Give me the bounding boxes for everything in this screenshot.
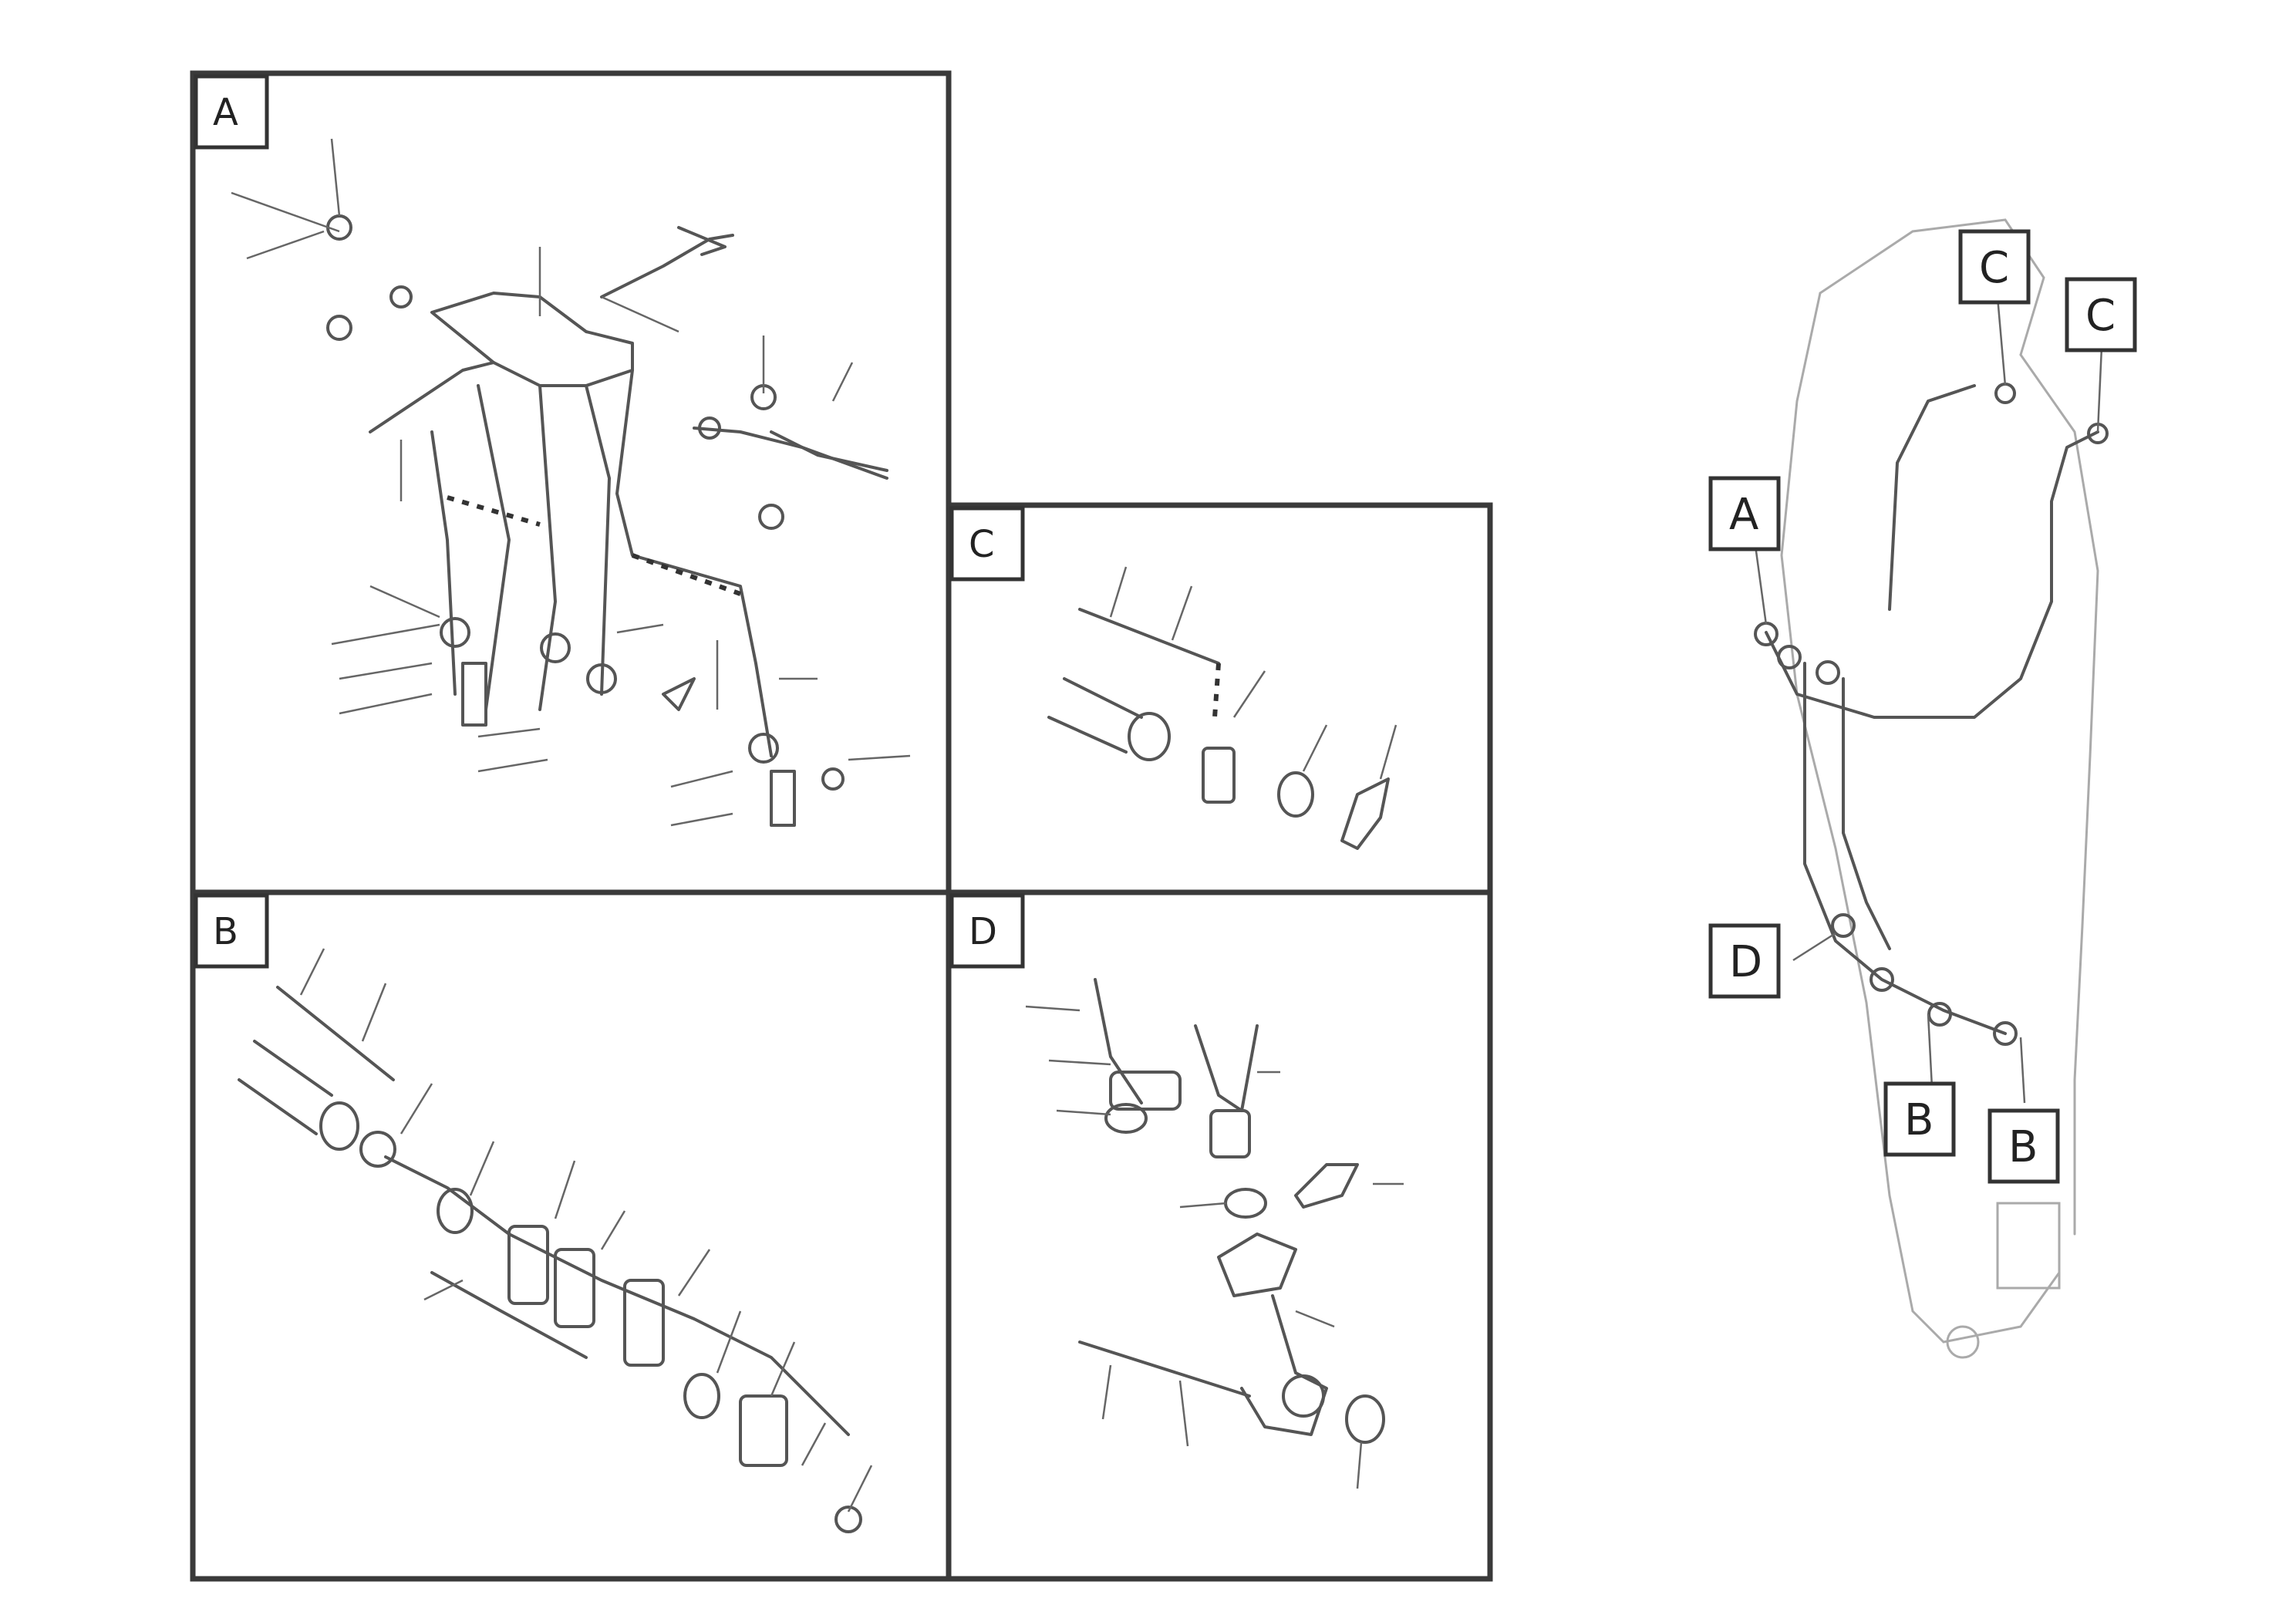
panel-c: C: [946, 502, 1493, 895]
panel-b-parts: [238, 948, 873, 1533]
panel-c-tag-box: [949, 506, 1025, 582]
callout-d: D: [1708, 923, 1781, 999]
svg-text:D: D: [1729, 937, 1762, 987]
svg-text:B: B: [1904, 1095, 1934, 1145]
panel-a: A: [190, 70, 952, 895]
panel-a-tag: A: [213, 91, 238, 134]
panel-b-tag: B: [213, 910, 238, 953]
panel-d-tag-box: [949, 893, 1025, 969]
svg-text:B: B: [2008, 1122, 2038, 1172]
callout-b-left: B: [1883, 1081, 1956, 1157]
svg-text:C: C: [2085, 291, 2116, 341]
panel-b: B: [190, 889, 952, 1582]
panel-d: D: [946, 889, 1493, 1582]
callout-b-right: B: [1988, 1108, 2060, 1184]
panel-a-parts: [231, 138, 911, 827]
callout-c-right: C: [2065, 277, 2137, 352]
svg-text:C: C: [1979, 243, 2009, 293]
panel-d-parts: [1025, 978, 1404, 1489]
svg-text:A: A: [1729, 490, 1758, 540]
panel-a-tag-box: [194, 74, 269, 150]
callout-c-upper: C: [1958, 229, 2031, 305]
panel-c-tag: C: [969, 523, 995, 566]
overview-arm: [1753, 218, 2109, 1359]
panel-b-tag-box: [194, 893, 269, 969]
overview-tags: C C A D B B: [1708, 229, 2137, 1184]
callout-a: A: [1708, 476, 1781, 551]
panel-d-tag: D: [969, 910, 997, 953]
panel-c-parts: [1047, 566, 1397, 850]
